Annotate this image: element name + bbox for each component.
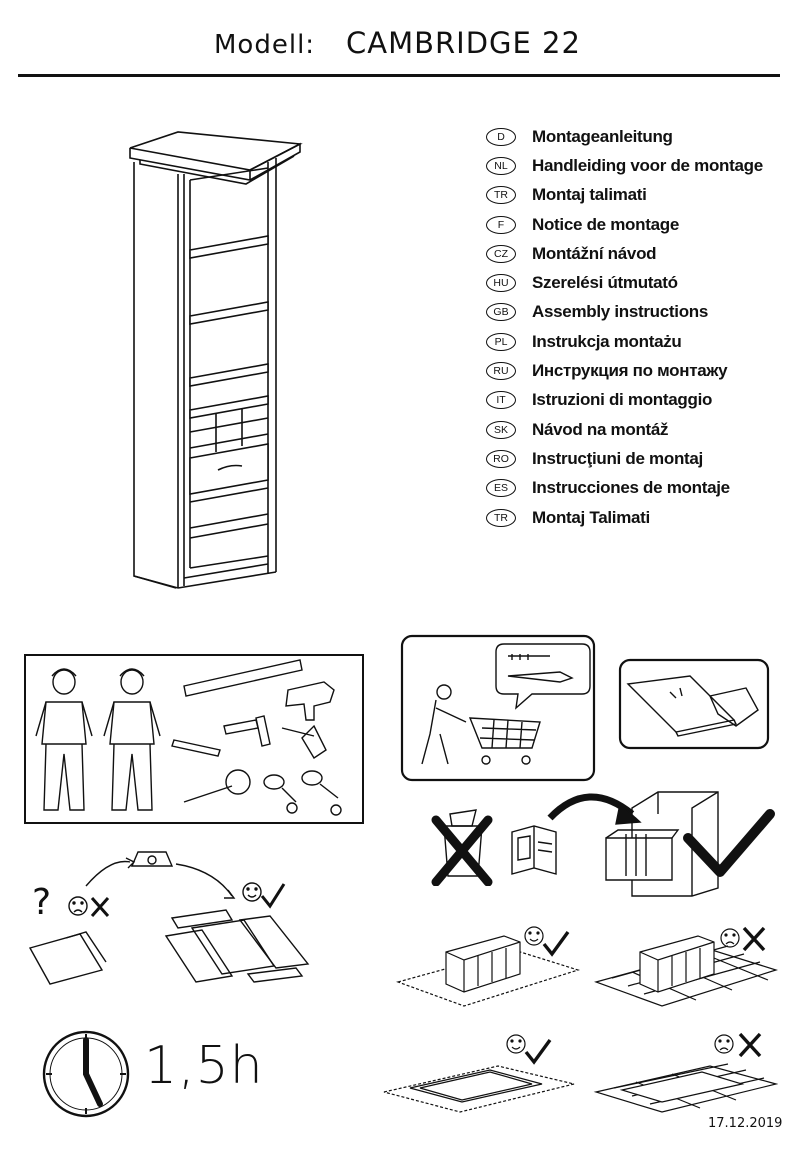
language-item: RU Инструкция по монтажу	[486, 356, 806, 385]
header: Modell: CAMBRIDGE 22	[0, 18, 808, 68]
language-item: SK Návod na montáž	[486, 415, 806, 444]
language-code-badge: F	[486, 215, 516, 234]
trash-cross-icon	[431, 809, 493, 886]
language-title: Handleiding voor de montage	[532, 155, 763, 175]
language-title: Montaj talimati	[532, 185, 647, 205]
language-item: TR Montaj talimati	[486, 181, 806, 210]
shopping-cart-icon	[400, 634, 596, 782]
language-title: Istruzioni di montaggio	[532, 390, 713, 410]
language-title: Montážní návod	[532, 243, 657, 263]
language-item: TR Montaj Talimati	[486, 503, 806, 532]
language-title: Instrucciones de montaje	[532, 478, 730, 498]
language-item: F Notice de montage	[486, 210, 806, 239]
language-code-badge: NL	[486, 156, 516, 175]
two-workers-icon	[35, 668, 161, 811]
language-item: PL Instrukcja montażu	[486, 327, 806, 356]
language-code-badge: RU	[486, 362, 516, 381]
language-item: HU Szerelési útmutató	[486, 268, 806, 297]
panel-on-cover-good	[383, 1034, 575, 1113]
language-code-badge: CZ	[486, 244, 516, 263]
language-code-badge: SK	[486, 420, 516, 439]
language-item: RO Instrucţiuni de montaj	[486, 444, 806, 473]
filing-cabinet-icon	[511, 791, 775, 897]
language-title: Návod na montáž	[532, 419, 669, 439]
language-title: Notice de montage	[532, 214, 679, 234]
language-item: CZ Montážní návod	[486, 239, 806, 268]
language-code-badge: IT	[486, 391, 516, 410]
language-title: Instrukcja montażu	[532, 331, 682, 351]
language-item: ES Instrucciones de montaje	[486, 474, 806, 503]
language-item: IT Istruzioni di montaggio	[486, 386, 806, 415]
panel-on-floor-bad	[593, 1032, 778, 1113]
floor-protection-good	[396, 926, 580, 1007]
language-code-badge: RO	[486, 449, 516, 468]
document-date: 17.12.2019	[708, 1116, 783, 1131]
clock-icon	[42, 1030, 130, 1118]
language-title: Инструкция по монтажу	[532, 361, 728, 381]
language-title: Montaj Talimati	[532, 507, 650, 527]
assembly-time: 1,5h	[144, 1036, 264, 1096]
header-divider	[18, 74, 780, 77]
language-title: Instrucţiuni de montaj	[532, 448, 703, 468]
language-code-badge: ES	[486, 479, 516, 498]
language-code-badge: PL	[486, 332, 516, 351]
language-code-badge: GB	[486, 303, 516, 322]
language-item: GB Assembly instructions	[486, 298, 806, 327]
language-code-badge: TR	[486, 508, 516, 527]
tools-icon	[171, 659, 342, 816]
bookcase-illustration	[129, 131, 303, 589]
svg-text:?: ?	[32, 882, 51, 923]
language-code-badge: HU	[486, 274, 516, 293]
floor-no-protection-bad	[594, 926, 778, 1007]
language-code-badge: D	[486, 127, 516, 146]
workers-tools-panel	[24, 654, 364, 824]
language-title: Szerelési útmutató	[532, 273, 678, 293]
language-title: Montageanleitung	[532, 126, 673, 146]
cleaning-cloth-icon	[618, 658, 770, 750]
phone-support-illustration: ?	[28, 851, 310, 985]
model-name: CAMBRIDGE 22	[346, 26, 581, 60]
language-item: NL Handleiding voor de montage	[486, 151, 806, 180]
language-title: Assembly instructions	[532, 302, 709, 322]
language-code-badge: TR	[486, 186, 516, 205]
language-item: D Montageanleitung	[486, 122, 806, 151]
model-label: Modell:	[214, 30, 316, 60]
